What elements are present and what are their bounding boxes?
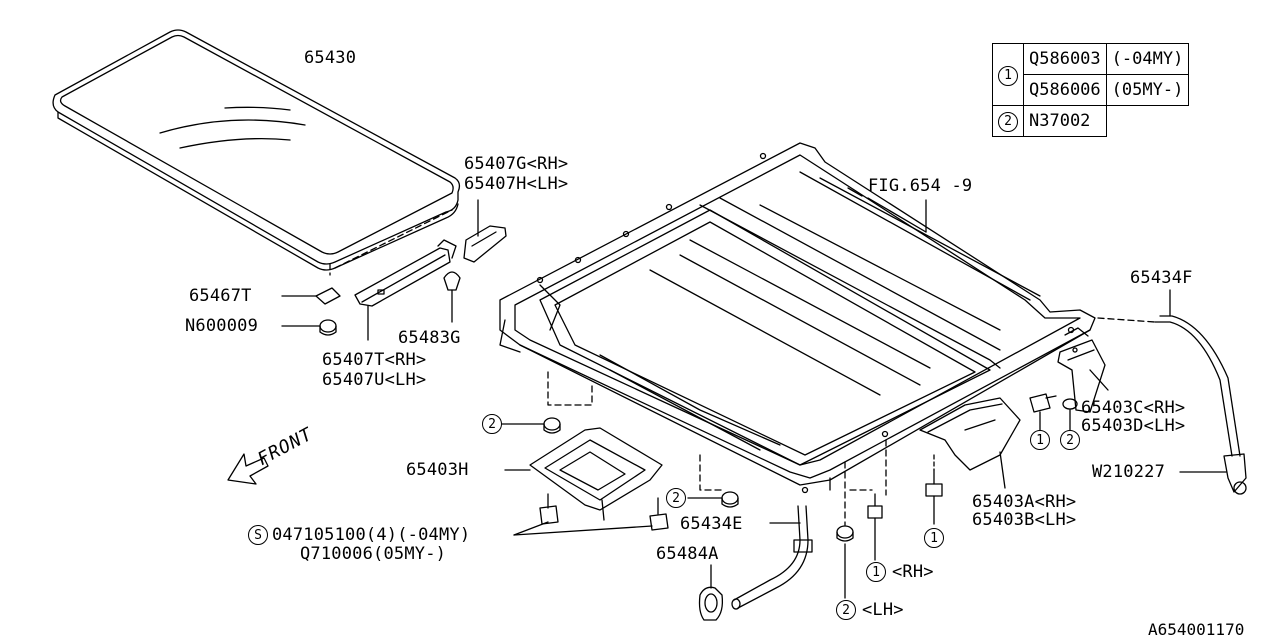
nut-2-front-left <box>501 417 561 434</box>
label-65403C: 65403C<RH> <box>1081 398 1186 418</box>
callout-2: 2 <box>666 488 686 508</box>
label-65403B: 65403B<LH> <box>972 510 1077 530</box>
label-W210227: W210227 <box>1092 462 1166 482</box>
label-65467T: 65467T <box>189 286 252 306</box>
nut-2-rear <box>1062 398 1078 431</box>
callout-2: 2 <box>482 414 502 434</box>
bolt-1-rh <box>867 493 883 561</box>
label-65407U: 65407U<LH> <box>322 370 427 390</box>
legend-row: 1 Q586003 (-04MY) <box>992 43 1190 106</box>
legend-part: Q586003 <box>1023 43 1107 75</box>
front-bracket-65403H <box>504 427 663 521</box>
callout-2: 2 <box>836 600 856 620</box>
label-65484A: 65484A <box>656 544 719 564</box>
legend-note: (-04MY) <box>1105 43 1190 75</box>
label-65403D: 65403D<LH> <box>1081 416 1186 436</box>
legend-row: Q586006 (05MY-) <box>993 74 1190 106</box>
nut-2-lh <box>836 525 854 599</box>
drain-hose-front <box>731 505 813 610</box>
label-bolt-04MY: 047105100(4)(-04MY) <box>272 525 471 545</box>
label-N600009: N600009 <box>185 316 259 336</box>
bolt-1-rear <box>1029 393 1057 431</box>
label-rh: <RH> <box>892 562 934 582</box>
front-bracket <box>354 225 507 307</box>
callout-s: S <box>248 525 268 545</box>
callout-1: 1 <box>1030 430 1050 450</box>
glass-panel <box>52 29 461 276</box>
grommet-65484A <box>698 564 724 621</box>
side-bracket <box>919 397 1021 489</box>
callout-1: 1 <box>866 562 886 582</box>
front-arrow-icon <box>227 453 269 485</box>
label-65403H: 65403H <box>406 460 469 480</box>
label-65403A: 65403A<RH> <box>972 492 1077 512</box>
sunroof-frame <box>499 142 1096 494</box>
rear-bracket-right <box>1057 339 1109 413</box>
callout-2: 2 <box>1060 430 1080 450</box>
label-65407G: 65407G<RH> <box>464 154 569 174</box>
label-65407H: 65407H<LH> <box>464 174 569 194</box>
label-65483G: 65483G <box>398 328 461 348</box>
legend-note: (05MY-) <box>1105 74 1190 106</box>
label-65434F: 65434F <box>1130 268 1193 288</box>
drain-hose-rear <box>1097 289 1247 495</box>
clip-65483G <box>443 271 461 323</box>
bolt-1-side <box>925 454 943 525</box>
legend-table: 1 Q586003 (-04MY) Q586006 (05MY-) 2 N370… <box>992 43 1190 137</box>
clip-65467T <box>281 287 341 305</box>
label-bolt-05MY: Q710006(05MY-) <box>300 544 447 564</box>
nut-2-front-center <box>687 491 739 508</box>
dashed-guides <box>547 371 887 526</box>
label-65434E: 65434E <box>680 514 743 534</box>
front-bolts <box>513 493 669 536</box>
callout-1: 1 <box>924 528 944 548</box>
legend-part: Q586006 <box>1023 74 1107 106</box>
label-65407T: 65407T<RH> <box>322 350 427 370</box>
drawing-number: A654001170 <box>1148 620 1245 639</box>
label-fig-ref: FIG.654 -9 <box>868 176 973 196</box>
legend-part: N37002 <box>1023 105 1107 137</box>
label-65430: 65430 <box>304 48 357 68</box>
nut-N600009 <box>281 319 337 336</box>
label-lh: <LH> <box>862 600 904 620</box>
ref-circle: 1 <box>998 65 1018 86</box>
legend-row: 2 N37002 <box>992 105 1189 137</box>
ref-circle: 2 <box>998 112 1018 132</box>
